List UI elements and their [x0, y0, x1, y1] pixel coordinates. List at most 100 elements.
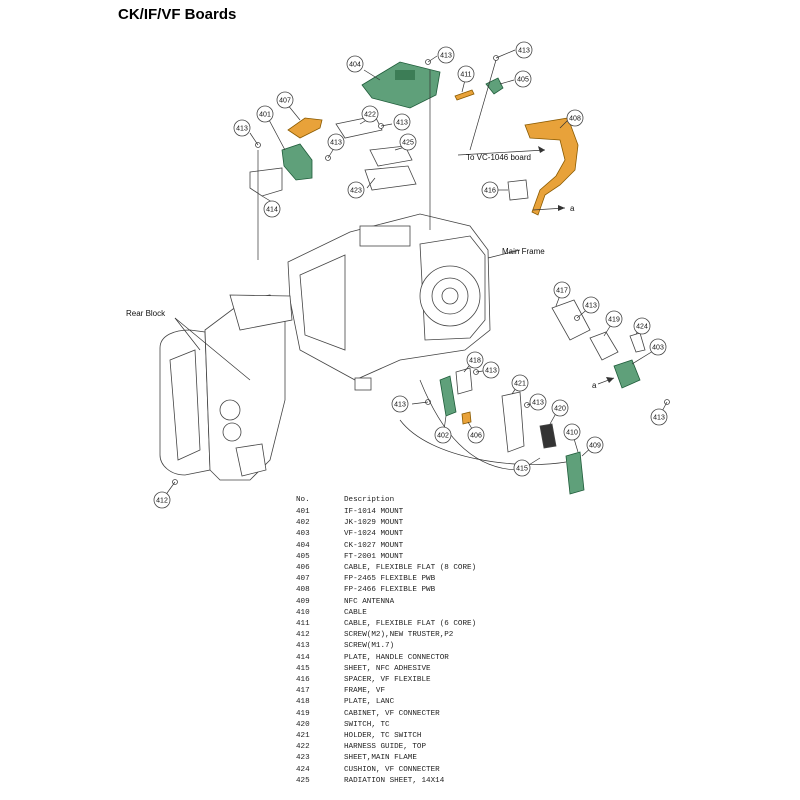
part-description: SCREW(M1.7) [344, 642, 395, 651]
flat-cable-406 [461, 411, 472, 425]
radiation-sheet-425 [369, 145, 413, 167]
part-number: 421 [296, 732, 310, 741]
part-description: CABINET, VF CONNECTER [344, 709, 440, 718]
callout-403: 403 [649, 338, 667, 356]
table-header-row: No. Description [296, 494, 476, 507]
callout-411: 411 [457, 65, 475, 83]
part-number: 413 [296, 642, 310, 651]
column-header-description: Description [344, 495, 395, 504]
callout-402: 402 [434, 426, 452, 444]
part-number: 424 [296, 765, 310, 774]
callout-413: 413 [327, 133, 345, 151]
column-header-no: No. [296, 495, 310, 504]
part-description: CABLE, FLEXIBLE FLAT (8 CORE) [344, 564, 477, 573]
svg-text:408: 408 [569, 116, 581, 123]
cushion-424 [629, 332, 646, 353]
callout-413: 413 [393, 113, 411, 131]
part-description: HARNESS GUIDE, TOP [344, 743, 427, 752]
flex-pwb-407 [287, 117, 323, 139]
callout-413: 413 [391, 395, 409, 413]
part-number: 422 [296, 743, 310, 752]
part-number: 409 [296, 597, 310, 606]
svg-text:417: 417 [556, 288, 568, 295]
svg-text:413: 413 [518, 48, 530, 55]
callout-420: 420 [551, 399, 569, 417]
screw-icons [172, 55, 670, 485]
svg-text:407: 407 [279, 98, 291, 105]
svg-text:411: 411 [460, 72, 471, 79]
callout-410: 410 [563, 423, 581, 441]
arrow-icon [538, 146, 545, 153]
part-number: 404 [296, 541, 310, 550]
table-row: 424 CUSHION, VF CONNECTER [296, 765, 476, 776]
svg-text:422: 422 [364, 112, 376, 119]
part-description: CABLE, FLEXIBLE FLAT (6 CORE) [344, 620, 477, 629]
svg-text:413: 413 [330, 140, 342, 147]
part-number: 403 [296, 530, 310, 539]
part-number: 402 [296, 519, 310, 528]
callout-413: 413 [515, 41, 533, 59]
part-number: 414 [296, 653, 310, 662]
part-description: CUSHION, VF CONNECTER [344, 765, 440, 774]
part-description: FT-2001 MOUNT [344, 552, 404, 561]
svg-text:401: 401 [259, 112, 271, 119]
part-number: 415 [296, 664, 310, 673]
callout-423: 423 [347, 181, 365, 199]
svg-text:402: 402 [437, 433, 449, 440]
connector-a-label: a [570, 204, 575, 213]
part-number: 412 [296, 631, 310, 640]
nfc-antenna-409 [565, 451, 585, 495]
part-number: 408 [296, 586, 310, 595]
ft-board-405 [485, 77, 504, 95]
part-description: NFC ANTENNA [344, 597, 395, 606]
callout-414: 414 [263, 200, 281, 218]
flex-pwb-408 [524, 117, 579, 216]
part-number: 411 [296, 620, 310, 629]
ck-board-404 [361, 61, 441, 109]
part-description: VF-1024 MOUNT [344, 530, 404, 539]
part-description: SWITCH, TC [344, 720, 390, 729]
table-row: 409 NFC ANTENNA [296, 597, 476, 608]
table-row: 403 VF-1024 MOUNT [296, 529, 476, 540]
callout-415: 415 [513, 459, 531, 477]
jk-board-402 [439, 375, 457, 417]
rear-block-label: Rear Block [126, 309, 166, 318]
svg-text:413: 413 [396, 120, 408, 127]
part-description: SPACER, VF FLEXIBLE [344, 676, 431, 685]
to-vc-label: To VC-1046 board [466, 153, 531, 162]
vf-board-403 [613, 359, 641, 389]
callout-413: 413 [437, 46, 455, 64]
svg-text:405: 405 [517, 77, 529, 84]
callout-417: 417 [553, 281, 571, 299]
svg-text:413: 413 [394, 402, 406, 409]
svg-text:409: 409 [589, 443, 601, 450]
part-description: FP-2465 FLEXIBLE PWB [344, 575, 436, 584]
part-number: 420 [296, 720, 310, 729]
lanc-plate-418 [455, 367, 473, 395]
part-number: 417 [296, 687, 310, 696]
vf-cabinet-419 [589, 331, 619, 361]
arrow-icon [558, 205, 565, 211]
svg-text:415: 415 [516, 466, 528, 473]
flat-cable-411 [454, 89, 475, 101]
part-description: IF-1014 MOUNT [344, 508, 404, 516]
svg-text:403: 403 [652, 345, 664, 352]
arrow-icon [606, 377, 614, 383]
part-description: RADIATION SHEET, 14X14 [344, 776, 445, 785]
callout-416: 416 [481, 181, 499, 199]
svg-text:423: 423 [350, 188, 362, 195]
vf-frame-417 [551, 299, 591, 341]
svg-text:410: 410 [566, 430, 578, 437]
part-number: 410 [296, 608, 310, 617]
svg-text:413: 413 [653, 415, 665, 422]
callout-422: 422 [361, 105, 379, 123]
